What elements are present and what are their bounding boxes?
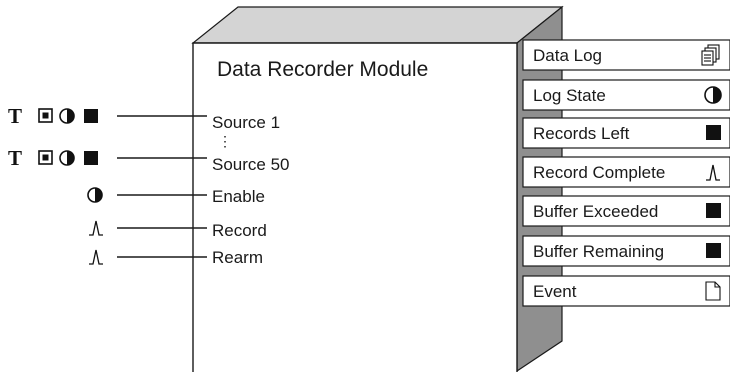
output-buffer-exceeded: Buffer Exceeded: [522, 195, 730, 227]
pulse-icon: [706, 164, 720, 181]
boolean-icon: [59, 108, 75, 124]
module-front-face: [192, 42, 518, 372]
square-icon: [706, 125, 721, 140]
output-label-data-log: Data Log: [533, 46, 602, 65]
boolean-icon: [87, 187, 103, 203]
output-event: Event: [522, 275, 730, 307]
output-label-record-complete: Record Complete: [533, 163, 665, 182]
numeric-icon: [38, 150, 53, 165]
input-icons-source-50: T: [8, 146, 98, 170]
pulse-icon: [89, 220, 103, 236]
output-label-log-state: Log State: [533, 86, 606, 105]
input-label-enable: Enable: [212, 187, 265, 206]
document-icon: [705, 281, 721, 301]
module-title: Data Recorder Module: [217, 58, 428, 81]
output-data-log: Data Log: [522, 39, 730, 71]
output-label-records-left: Records Left: [533, 124, 630, 143]
input-label-source-1: Source 1: [212, 113, 280, 132]
square-icon: [84, 151, 98, 165]
input-label-record: Record: [212, 221, 267, 240]
log-icon: [701, 44, 720, 66]
output-record-complete: Record Complete: [522, 156, 730, 188]
source-ellipsis: ⋮: [218, 133, 232, 149]
module-top-face: [191, 6, 564, 44]
square-icon: [706, 203, 721, 218]
pulse-icon: [89, 249, 103, 265]
boolean-icon: [704, 86, 722, 104]
output-buffer-remaining: Buffer Remaining: [522, 235, 730, 267]
output-label-buffer-exceeded: Buffer Exceeded: [533, 202, 658, 221]
output-log-state: Log State: [522, 79, 730, 111]
input-lines: [117, 115, 207, 258]
numeric-icon: [38, 108, 53, 123]
input-label-rearm: Rearm: [212, 248, 263, 267]
output-label-event: Event: [533, 282, 577, 301]
t-icon: T: [8, 146, 22, 170]
square-icon: [706, 243, 721, 258]
input-icons-source-1: T: [8, 104, 98, 128]
square-icon: [84, 109, 98, 123]
t-icon: T: [8, 104, 22, 128]
input-label-source-50: Source 50: [212, 155, 290, 174]
output-label-buffer-remaining: Buffer Remaining: [533, 242, 664, 261]
output-records-left: Records Left: [522, 117, 730, 149]
boolean-icon: [59, 150, 75, 166]
